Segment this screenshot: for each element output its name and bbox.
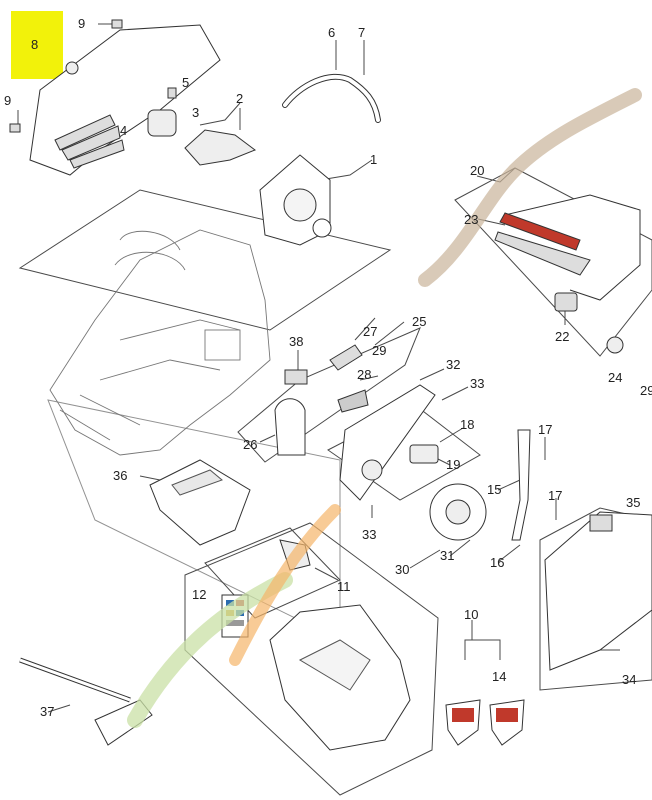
highlighted-part-box[interactable]: 8 <box>11 11 63 79</box>
part-5-screw <box>167 87 177 99</box>
part-18-adjuster <box>409 444 439 464</box>
callout-20[interactable]: 20 <box>470 163 485 178</box>
callout-23[interactable]: 23 <box>464 212 479 227</box>
part-14-filter-b <box>489 699 525 746</box>
callout-29[interactable]: 29 <box>372 343 387 358</box>
callout-38[interactable]: 38 <box>289 334 304 349</box>
callout-7[interactable]: 7 <box>358 25 366 40</box>
callout-17[interactable]: 17 <box>538 422 553 437</box>
callout-22[interactable]: 22 <box>555 329 570 344</box>
callout-34[interactable]: 34 <box>622 672 637 687</box>
part-36-shroud <box>149 459 251 546</box>
part-27-spring <box>329 344 363 371</box>
callout-27[interactable]: 27 <box>363 324 378 339</box>
part-23-chain <box>494 231 591 276</box>
callout-35[interactable]: 35 <box>626 495 641 510</box>
callout-9[interactable]: 9 <box>4 93 12 108</box>
callout-26[interactable]: 26 <box>243 437 258 452</box>
callout-2[interactable]: 2 <box>236 91 244 106</box>
part-35-nut <box>589 514 613 532</box>
callout-15[interactable]: 15 <box>487 482 502 497</box>
frame-group-1 <box>18 189 392 331</box>
callout-24[interactable]: 24 <box>608 370 623 385</box>
callout-19[interactable]: 19 <box>446 457 461 472</box>
part-15-bumper-spike <box>511 429 531 541</box>
callout-6[interactable]: 6 <box>328 25 336 40</box>
callout-14[interactable]: 14 <box>492 669 507 684</box>
callout-33[interactable]: 33 <box>362 527 377 542</box>
callout-1[interactable]: 1 <box>370 152 378 167</box>
callout-10[interactable]: 10 <box>464 607 479 622</box>
part-38-plate <box>284 369 308 385</box>
callout-16[interactable]: 16 <box>490 555 505 570</box>
watermark-orange-green <box>127 504 341 728</box>
callout-31[interactable]: 31 <box>440 548 455 563</box>
part-26-brake-band <box>274 398 306 456</box>
watermark-brown <box>418 88 642 287</box>
part-9-screws <box>9 19 123 133</box>
frame-group-34 <box>539 507 652 691</box>
engine-block <box>49 229 271 456</box>
part-2-lever <box>184 129 257 166</box>
callout-8[interactable]: 8 <box>31 37 39 52</box>
part-20-bar-strip <box>499 212 581 251</box>
callout-37[interactable]: 37 <box>40 704 55 719</box>
callout-4[interactable]: 4 <box>120 123 128 138</box>
callout-30[interactable]: 30 <box>395 562 410 577</box>
part-24-spring <box>606 336 624 354</box>
callout-36[interactable]: 36 <box>113 468 128 483</box>
part-28-spring <box>337 389 369 413</box>
frame-group-25 <box>237 327 421 463</box>
callout-29[interactable]: 29 <box>640 383 652 398</box>
part-8-cover <box>29 24 221 176</box>
part-34-sprocket-cover <box>544 511 652 671</box>
part-3-bearing <box>147 109 177 137</box>
callout-25[interactable]: 25 <box>412 314 427 329</box>
callout-5[interactable]: 5 <box>182 75 190 90</box>
part-22-nut <box>554 292 578 312</box>
callout-28[interactable]: 28 <box>357 367 372 382</box>
callout-32[interactable]: 32 <box>446 357 461 372</box>
callout-11[interactable]: 11 <box>337 579 351 594</box>
callout-17[interactable]: 17 <box>548 488 563 503</box>
callout-3[interactable]: 3 <box>192 105 200 120</box>
callout-33[interactable]: 33 <box>470 376 485 391</box>
part-6-7-hose <box>282 73 381 123</box>
callout-12[interactable]: 12 <box>192 587 207 602</box>
callout-9[interactable]: 9 <box>78 16 86 31</box>
callout-18[interactable]: 18 <box>460 417 475 432</box>
